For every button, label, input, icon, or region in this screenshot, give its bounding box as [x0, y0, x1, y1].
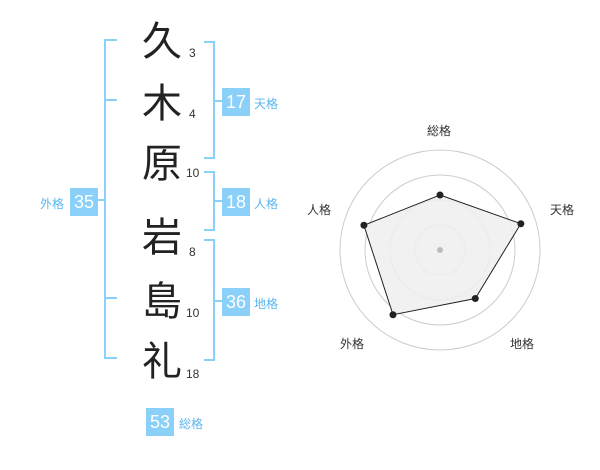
radar-grid-ring [339, 149, 541, 351]
stroke-count: 18 [186, 367, 200, 381]
gaikaku-bracket [104, 39, 117, 359]
chikaku-label: 地格 [254, 297, 279, 311]
radar-center-point [437, 247, 443, 253]
jinkaku-value: 18 [222, 188, 250, 216]
tenkaku-value: 17 [222, 88, 250, 116]
radar-data-point [389, 311, 397, 319]
name-char: 原 [142, 141, 182, 187]
soukaku-label: 総格 [179, 417, 204, 431]
tenkaku-bracket [204, 41, 215, 159]
name-char: 久 [142, 19, 182, 65]
name-char: 礼 [142, 339, 182, 385]
radar-chart [339, 149, 541, 351]
stroke-count: 4 [189, 107, 196, 121]
radar-axis-label-chikaku: 地格 [510, 337, 535, 351]
jinkaku-bracket [204, 171, 215, 231]
stroke-count: 3 [189, 46, 196, 60]
radar-axis-label-soukaku: 総格 [427, 124, 452, 138]
gaikaku-label: 外格 [40, 197, 65, 211]
tenkaku-label: 天格 [254, 97, 279, 111]
radar-data-point [360, 221, 368, 229]
radar-data-point [471, 295, 479, 303]
chikaku-value: 36 [222, 288, 250, 316]
name-char: 木 [142, 81, 182, 127]
stroke-count: 10 [186, 306, 200, 320]
jinkaku-label: 人格 [254, 197, 279, 211]
stroke-count: 10 [186, 166, 200, 180]
radar-axis-label-jinkaku: 人格 [307, 203, 332, 217]
radar-grid-ring [364, 174, 516, 326]
radar-series-area [363, 194, 522, 316]
radar-axis-label-tenkaku: 天格 [550, 203, 575, 217]
chikaku-bracket [204, 239, 215, 361]
radar-axis-label-gaikaku: 外格 [340, 337, 365, 351]
gaikaku-value: 35 [70, 188, 98, 216]
name-char: 岩 [142, 215, 182, 261]
radar-data-point [517, 220, 525, 228]
radar-data-point [436, 191, 444, 199]
name-char: 島 [142, 279, 182, 325]
stroke-count: 8 [189, 245, 196, 259]
soukaku-value: 53 [146, 408, 174, 436]
